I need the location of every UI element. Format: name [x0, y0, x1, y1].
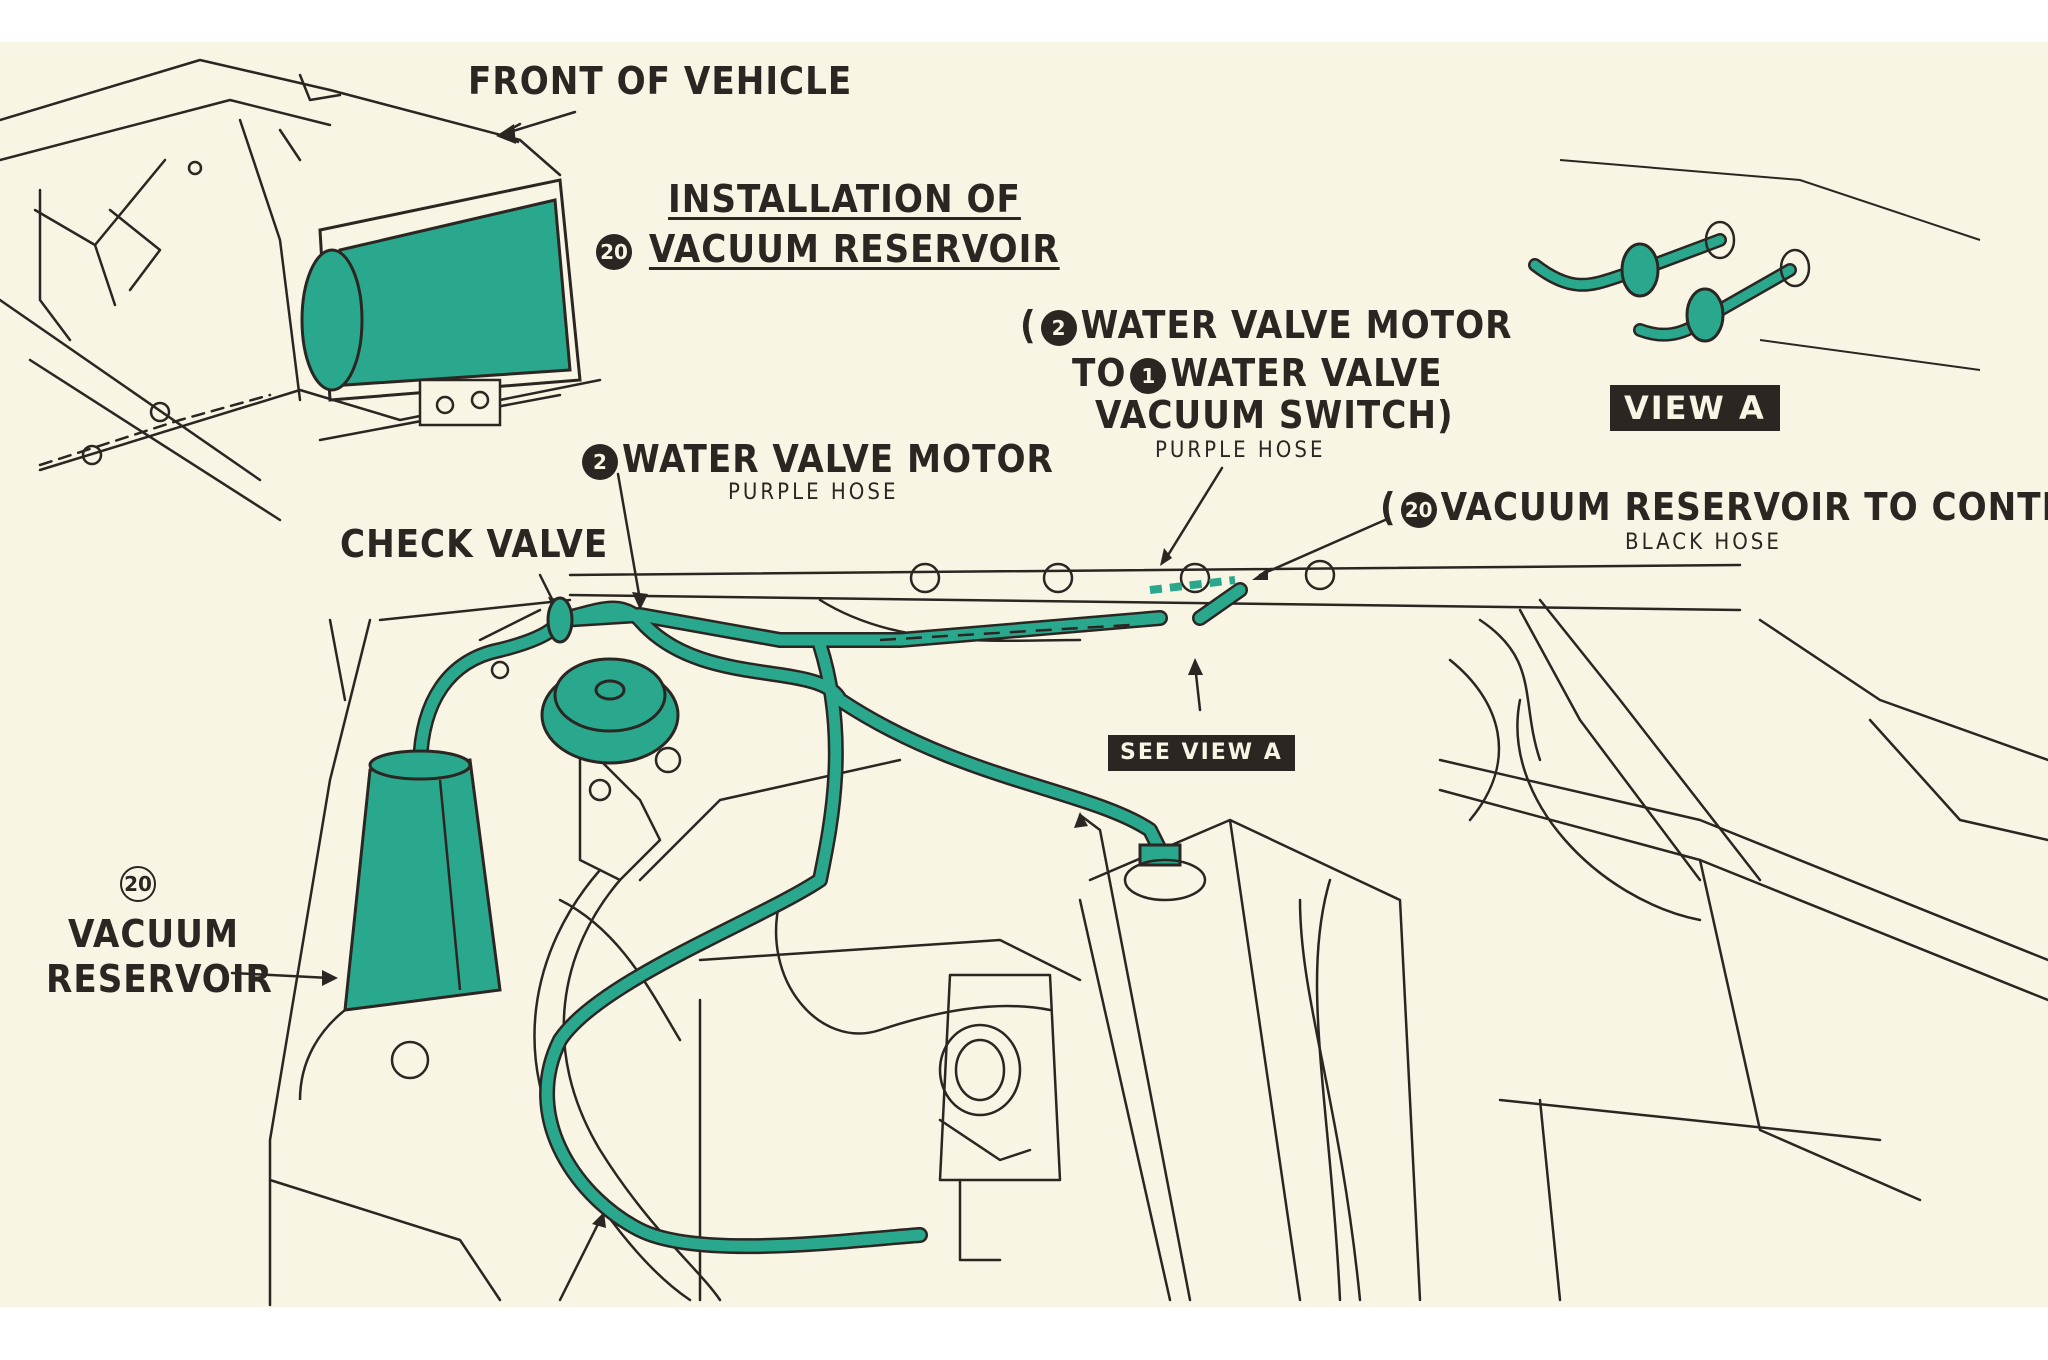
- switch-callout-number: 1: [1130, 357, 1167, 394]
- reservoir-to-control-hose: BLACK HOSE: [1625, 530, 1782, 555]
- front-of-vehicle-label: FRONT OF VEHICLE: [468, 59, 853, 103]
- wvm-hose: PURPLE HOSE: [728, 480, 899, 505]
- vacuum-reservoir-body: [298, 749, 502, 1101]
- installation-title-line2: 20 VACUUM RESERVOIR: [592, 230, 1060, 270]
- water-valve-motor-body: [540, 657, 680, 765]
- inset-vacuum-reservoir: [300, 178, 582, 427]
- installation-title-line1: INSTALLATION OF: [668, 177, 1021, 221]
- inset-body-panel: [0, 58, 602, 522]
- wvm-to-switch-line3: VACUUM SWITCH): [1095, 393, 1454, 437]
- cowl-bolts: [909, 559, 1336, 594]
- view-a-illustration: [1528, 159, 1981, 371]
- leader-arrows: [230, 466, 1387, 1302]
- carburetor: [938, 973, 1062, 1262]
- check-valve: [546, 596, 574, 644]
- view-a-box: VIEW A: [1610, 385, 1780, 431]
- installation-title-text: VACUUM RESERVOIR: [648, 227, 1060, 271]
- wvm-callout-number: 2: [1040, 309, 1077, 346]
- water-valve-vacuum-switch: [1123, 843, 1207, 902]
- wvm-label-number: 2: [582, 443, 618, 480]
- see-view-a-box: SEE VIEW A: [1108, 735, 1295, 771]
- vacuum-reservoir-number: 20: [116, 866, 160, 902]
- vacuum-reservoir-line2: RESERVOIR: [46, 957, 273, 1001]
- reservoir-to-control-number: 20: [1400, 491, 1437, 528]
- check-valve-label: CHECK VALVE: [340, 522, 609, 566]
- wvm-to-switch-hose: PURPLE HOSE: [1155, 438, 1326, 463]
- installation-callout-number: 20: [596, 233, 632, 270]
- vacuum-reservoir-line1: VACUUM: [68, 912, 239, 956]
